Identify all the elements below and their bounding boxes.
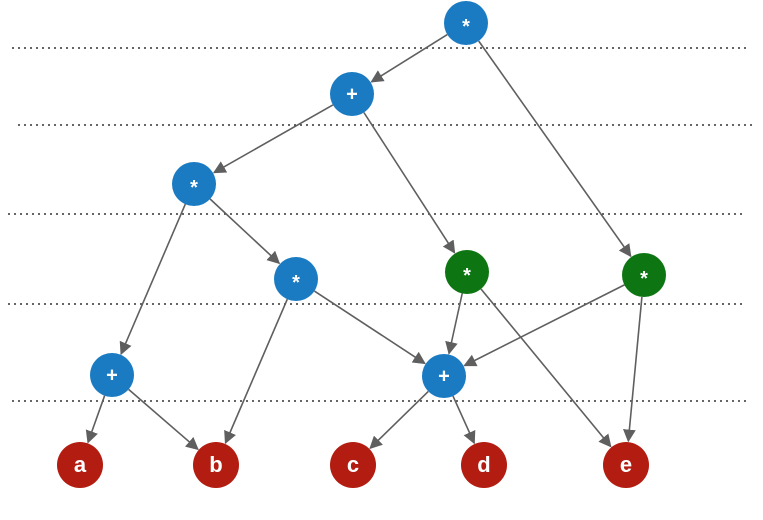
leaf-circle — [57, 442, 103, 488]
node-label: * — [292, 272, 300, 294]
edge-n8-to-d — [452, 395, 476, 445]
edges — [85, 33, 643, 451]
node-label: * — [462, 16, 470, 38]
edge-n1-to-n6 — [478, 40, 632, 258]
operator-node-n7: + — [90, 353, 134, 397]
node-label: + — [346, 83, 358, 105]
edge-n3-to-n4 — [209, 198, 281, 265]
operator-circle — [172, 162, 216, 206]
edge-n2-to-n5 — [363, 112, 456, 254]
operator-node-n4: * — [274, 257, 318, 301]
edge-n6-to-n8 — [463, 284, 625, 367]
level-dividers — [8, 47, 755, 402]
leaf-circle — [603, 442, 649, 488]
edge-n5-to-n8 — [445, 293, 463, 355]
leaf-circle — [193, 442, 239, 488]
edge-n6-to-e — [623, 296, 643, 443]
operator-circle — [90, 353, 134, 397]
operator-circle — [444, 1, 488, 45]
operator-circle — [330, 72, 374, 116]
edge-n2-to-n3 — [212, 104, 334, 174]
node-label: e — [620, 452, 632, 477]
edge-n5-to-e — [480, 288, 612, 448]
leaf-node-a: a — [57, 442, 103, 488]
node-label: d — [477, 452, 490, 477]
operator-node-n6: * — [622, 253, 666, 297]
edge-n7-to-a — [85, 395, 106, 444]
edge-n1-to-n2 — [370, 33, 448, 83]
edge-n8-to-c — [369, 390, 429, 450]
node-label: a — [74, 452, 87, 477]
operator-node-n3: * — [172, 162, 216, 206]
leaf-circle — [330, 442, 376, 488]
node-label: + — [438, 365, 450, 387]
operator-circle — [445, 250, 489, 294]
operator-circle — [274, 257, 318, 301]
edge-n4-to-b — [224, 298, 289, 445]
nodes: * + * * * * + + a b c d e — [57, 1, 666, 488]
node-label: c — [347, 452, 359, 477]
operator-node-n8: + — [422, 354, 466, 398]
operator-node-n2: + — [330, 72, 374, 116]
operator-circle — [422, 354, 466, 398]
leaf-circle — [461, 442, 507, 488]
node-label: * — [190, 177, 198, 199]
edge-n7-to-b — [128, 388, 199, 451]
leaf-node-b: b — [193, 442, 239, 488]
operator-circle — [622, 253, 666, 297]
leaf-node-e: e — [603, 442, 649, 488]
operator-node-n1: * — [444, 1, 488, 45]
leaf-node-c: c — [330, 442, 376, 488]
edge-n3-to-n7 — [119, 203, 187, 356]
node-label: * — [640, 268, 648, 290]
leaf-node-d: d — [461, 442, 507, 488]
node-label: + — [106, 364, 118, 386]
node-label: * — [463, 265, 471, 287]
edge-n4-to-n8 — [313, 290, 426, 365]
operator-node-n5: * — [445, 250, 489, 294]
node-label: b — [209, 452, 222, 477]
